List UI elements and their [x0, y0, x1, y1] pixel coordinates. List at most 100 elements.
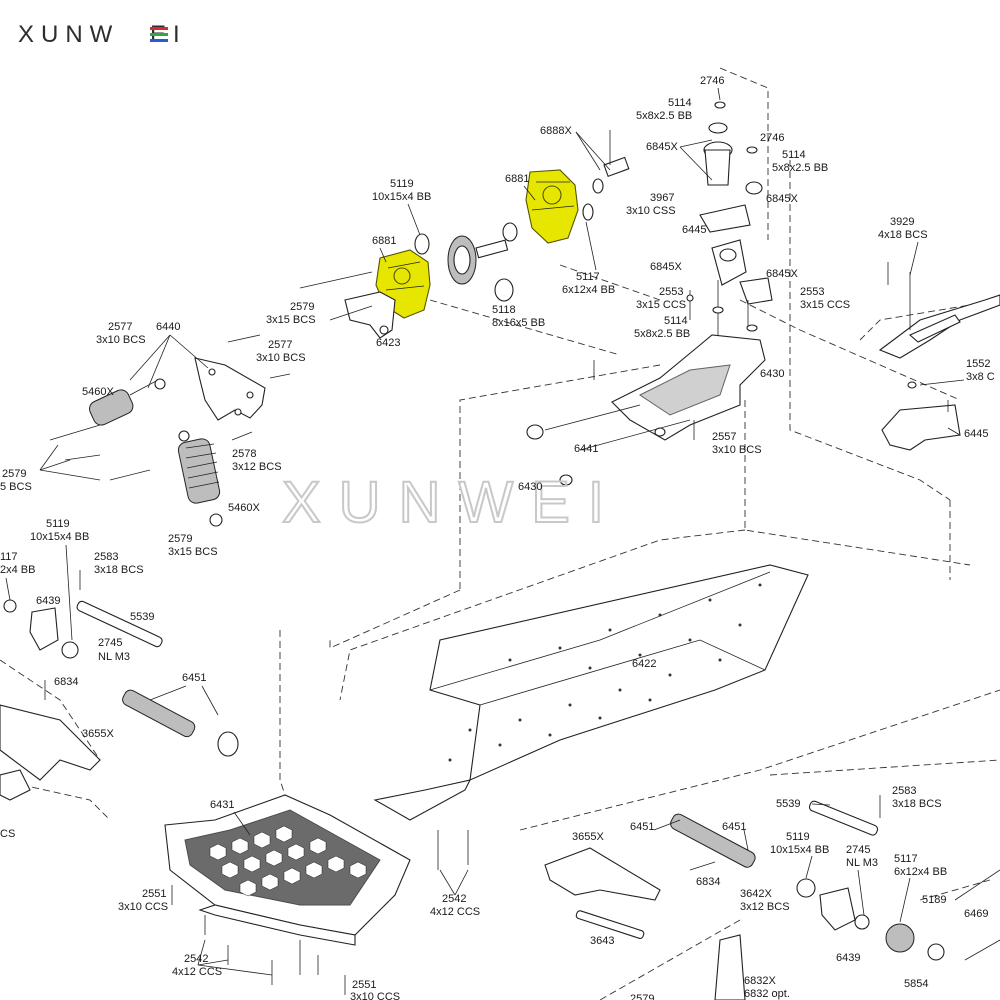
part-label: 3x15 CCS — [636, 299, 686, 311]
part-label: 5119 — [390, 178, 414, 190]
part-label: 2583 — [94, 551, 118, 563]
part-label: 3x10 BCS — [256, 352, 306, 364]
part-label: 6881 — [505, 173, 529, 185]
part-label: NL M3 — [846, 857, 878, 869]
part-label: 3x12 BCS — [232, 461, 282, 473]
part-label: 2553 — [800, 286, 824, 298]
part-label: 117 — [0, 551, 18, 563]
part-label: 5539 — [130, 611, 154, 623]
part-label: 6445 — [682, 224, 706, 236]
part-label: 6445 — [964, 428, 988, 440]
part-label: 5114 — [782, 149, 806, 161]
part-label: 6x12x4 BB — [894, 866, 947, 878]
part-label: 6845X — [766, 193, 798, 205]
part-label: 10x15x4 BB — [770, 844, 829, 856]
part-label: 5119 — [786, 831, 810, 843]
part-label: 6834 — [696, 876, 720, 888]
front-shock-tower — [194, 357, 266, 421]
part-label: 6439 — [36, 595, 60, 607]
part-label: 2579 — [168, 533, 192, 545]
part-label: 6845X — [646, 141, 678, 153]
part-label: 6430 — [760, 368, 784, 380]
logo-stripe-green — [150, 33, 168, 36]
part-label: 6881 — [372, 235, 396, 247]
part-label: 6430 — [518, 481, 542, 493]
part-label: 6451 — [182, 672, 206, 684]
part-label: 5114 — [668, 97, 692, 109]
part-label: 2745 — [98, 637, 122, 649]
part-label: 2577 — [108, 321, 132, 333]
part-label: 2553 — [659, 286, 683, 298]
part-label: 5x8x2.5 BB — [636, 110, 692, 122]
part-label: 3643 — [590, 935, 614, 947]
part-label: 6832 opt. — [744, 988, 790, 1000]
part-label: 3x18 BCS — [892, 798, 942, 810]
part-label: 2579 — [2, 468, 26, 480]
brand-logo: XUNW EI — [18, 21, 180, 48]
part-label: 6451 — [722, 821, 746, 833]
part-label: 5114 — [664, 315, 688, 327]
chassis-screws — [171, 830, 469, 995]
part-label: 3655X — [572, 831, 604, 843]
part-label: 2542 — [442, 893, 466, 905]
part-label: 2551 — [142, 888, 166, 900]
part-label: 3655X — [82, 728, 114, 740]
part-label: CS — [0, 828, 15, 840]
part-label: 2579 — [630, 993, 654, 1000]
chassis-plate — [373, 564, 809, 821]
part-label: 5118 — [492, 304, 516, 316]
part-label: 3929 — [890, 216, 914, 228]
right-front-suspension — [544, 795, 1000, 1000]
part-label: 5117 — [894, 853, 918, 865]
part-label: 5 BCS — [0, 481, 32, 493]
part-label: 6x12x4 BB — [562, 284, 615, 296]
part-label: 6845X — [766, 268, 798, 280]
part-label: 6451 — [630, 821, 654, 833]
part-label: 2542 — [184, 953, 208, 965]
part-label: 2746 — [700, 75, 724, 87]
part-label: 4x18 BCS — [878, 229, 928, 241]
part-labels: 2746 5114 5x8x2.5 BB 6888X 6845X 2746 51… — [0, 75, 995, 1000]
leader-lines — [5, 87, 965, 976]
part-label: 6431 — [210, 799, 234, 811]
part-label: NL M3 — [98, 651, 130, 663]
skid-plate — [164, 794, 411, 946]
part-label: 2551 — [352, 979, 376, 991]
part-label: 5189 — [922, 894, 946, 906]
part-label: 3x8 C — [966, 371, 995, 383]
part-label: 6441 — [574, 443, 598, 455]
part-label: 4x12 CCS — [172, 966, 222, 978]
part-label: 6422 — [632, 658, 656, 670]
chassis-plate-outline — [373, 564, 809, 821]
left-front-suspension — [0, 570, 239, 801]
shock-absorber-upper — [49, 378, 166, 441]
part-label: 3x15 CCS — [800, 299, 850, 311]
brand-logo-text: XUNW — [18, 21, 119, 48]
part-label: 3x10 CCS — [118, 901, 168, 913]
part-label: 6834 — [54, 676, 78, 688]
part-label: 5119 — [46, 518, 70, 530]
diff-gear-assembly — [414, 130, 630, 302]
part-label: 10x15x4 BB — [372, 191, 431, 203]
part-label: 2746 — [760, 132, 784, 144]
part-label: 5117 — [576, 271, 600, 283]
shock-absorber-lower — [177, 430, 223, 527]
part-label: 3x15 BCS — [168, 546, 218, 558]
part-label: 5x8x2.5 BB — [634, 328, 690, 340]
part-label: 5x8x2.5 BB — [772, 162, 828, 174]
shock-hardware — [64, 334, 291, 481]
part-label: 3x10 BCS — [96, 334, 146, 346]
part-label: 4x12 CCS — [430, 906, 480, 918]
part-label: 1552 — [966, 358, 990, 370]
steering-assembly — [686, 101, 773, 340]
logo-stripe-red — [150, 27, 168, 30]
assembly-guide-lines — [0, 67, 1000, 1000]
part-label: 6845X — [650, 261, 682, 273]
part-label: 3967 — [650, 192, 674, 204]
body-mount-assembly — [878, 262, 1000, 451]
part-label: 2x4 BB — [0, 564, 35, 576]
part-label: 2557 — [712, 431, 736, 443]
part-label: 2577 — [268, 339, 292, 351]
part-label: 6423 — [376, 337, 400, 349]
